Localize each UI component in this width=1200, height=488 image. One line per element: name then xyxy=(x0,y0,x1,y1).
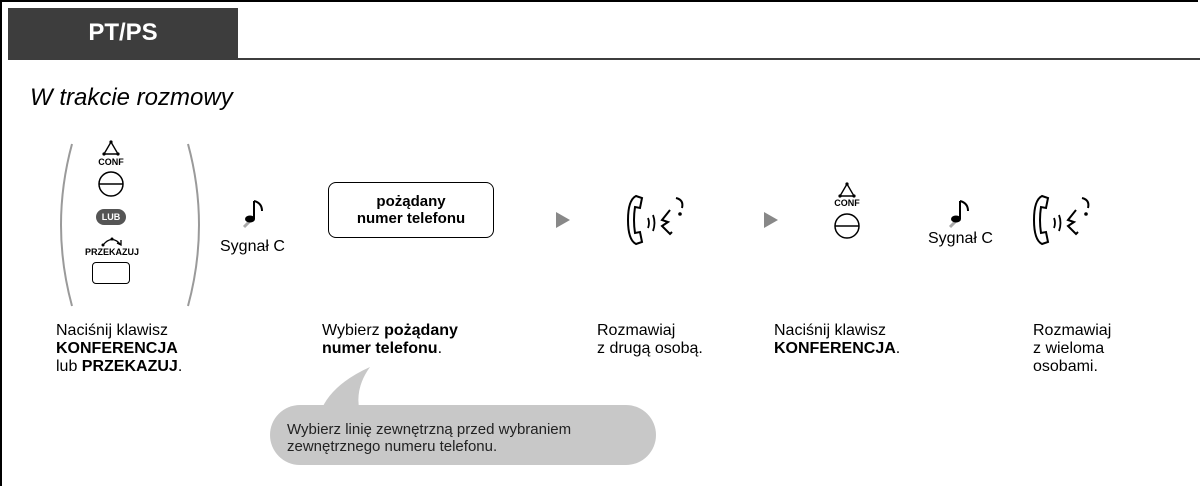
caption-text: . xyxy=(895,340,901,357)
signal-label: Sygnał C xyxy=(928,230,993,247)
conf-triangle-icon xyxy=(838,182,856,198)
number-box-line2: numer telefonu xyxy=(356,210,466,227)
caption-line: Rozmawiaj xyxy=(1033,322,1112,339)
caption-bold: pożądany xyxy=(384,322,458,339)
caption-bold: numer telefonu xyxy=(322,340,438,357)
number-box-line1: pożądany xyxy=(376,193,446,210)
header-tab-label: PT/PS xyxy=(88,19,158,46)
step-caption-4: Naciśnij klawisz KONFERENCJA. xyxy=(774,322,900,358)
tooltip-line: Wybierz linię zewnętrzną przed wybraniem xyxy=(287,421,572,438)
tooltip-pointer xyxy=(320,367,370,413)
button-choice-group xyxy=(60,143,200,307)
caption-text: Wybierz xyxy=(322,322,385,339)
signal-label: Sygnał C xyxy=(220,238,285,255)
tooltip-line: zewnętrznego numeru telefonu. xyxy=(287,438,498,455)
right-parenthesis xyxy=(187,143,200,307)
conf-label: CONF xyxy=(98,157,124,167)
caption-bold: KONFERENCJA xyxy=(56,340,178,357)
step-caption-3: Rozmawiaj z drugą osobą. xyxy=(597,322,703,358)
caption-text: . xyxy=(437,340,443,357)
caption-bold: PRZEKAZUJ xyxy=(81,358,178,375)
caption-line: z wieloma xyxy=(1033,340,1105,357)
conf-button[interactable] xyxy=(97,170,125,198)
caption-line: osobami. xyxy=(1033,358,1098,375)
caption-text: . xyxy=(177,358,183,375)
step-caption-2: Wybierz pożądany numer telefonu. xyxy=(322,322,458,358)
arrow-right-icon xyxy=(556,212,570,228)
caption-text: lub xyxy=(56,358,82,375)
transfer-arrow-icon xyxy=(101,237,122,247)
transfer-button[interactable] xyxy=(92,262,130,284)
tooltip-text: Wybierz linię zewnętrzną przed wybraniem… xyxy=(287,421,571,455)
music-note-icon xyxy=(242,200,263,229)
number-entry-box: pożądany numer telefonu xyxy=(328,182,494,238)
caption-bold: KONFERENCJA xyxy=(774,340,896,357)
caption-line: z drugą osobą. xyxy=(597,340,703,357)
conf-button[interactable] xyxy=(833,212,861,240)
left-parenthesis xyxy=(60,143,73,307)
step-caption-5: Rozmawiaj z wieloma osobami. xyxy=(1033,322,1111,376)
caption-line: Rozmawiaj xyxy=(597,322,676,339)
handset-talk-icon xyxy=(1032,194,1090,246)
tooltip-bubble xyxy=(270,405,656,465)
arrow-right-icon xyxy=(764,212,778,228)
header-rule xyxy=(8,58,1200,60)
lub-badge: LUB xyxy=(96,209,126,225)
step-caption-1: Naciśnij klawisz KONFERENCJA lub PRZEKAZ… xyxy=(56,322,182,376)
transfer-label: PRZEKAZUJ xyxy=(84,247,139,257)
subtitle: W trakcie rozmowy xyxy=(30,84,233,111)
conf-triangle-icon xyxy=(102,140,120,156)
caption-line: Naciśnij klawisz xyxy=(56,322,169,339)
handset-talk-icon xyxy=(626,194,684,246)
music-note-icon xyxy=(948,200,969,229)
conf-label: CONF xyxy=(834,198,860,208)
caption-line: Naciśnij klawisz xyxy=(774,322,887,339)
header-tab: PT/PS xyxy=(8,8,238,58)
